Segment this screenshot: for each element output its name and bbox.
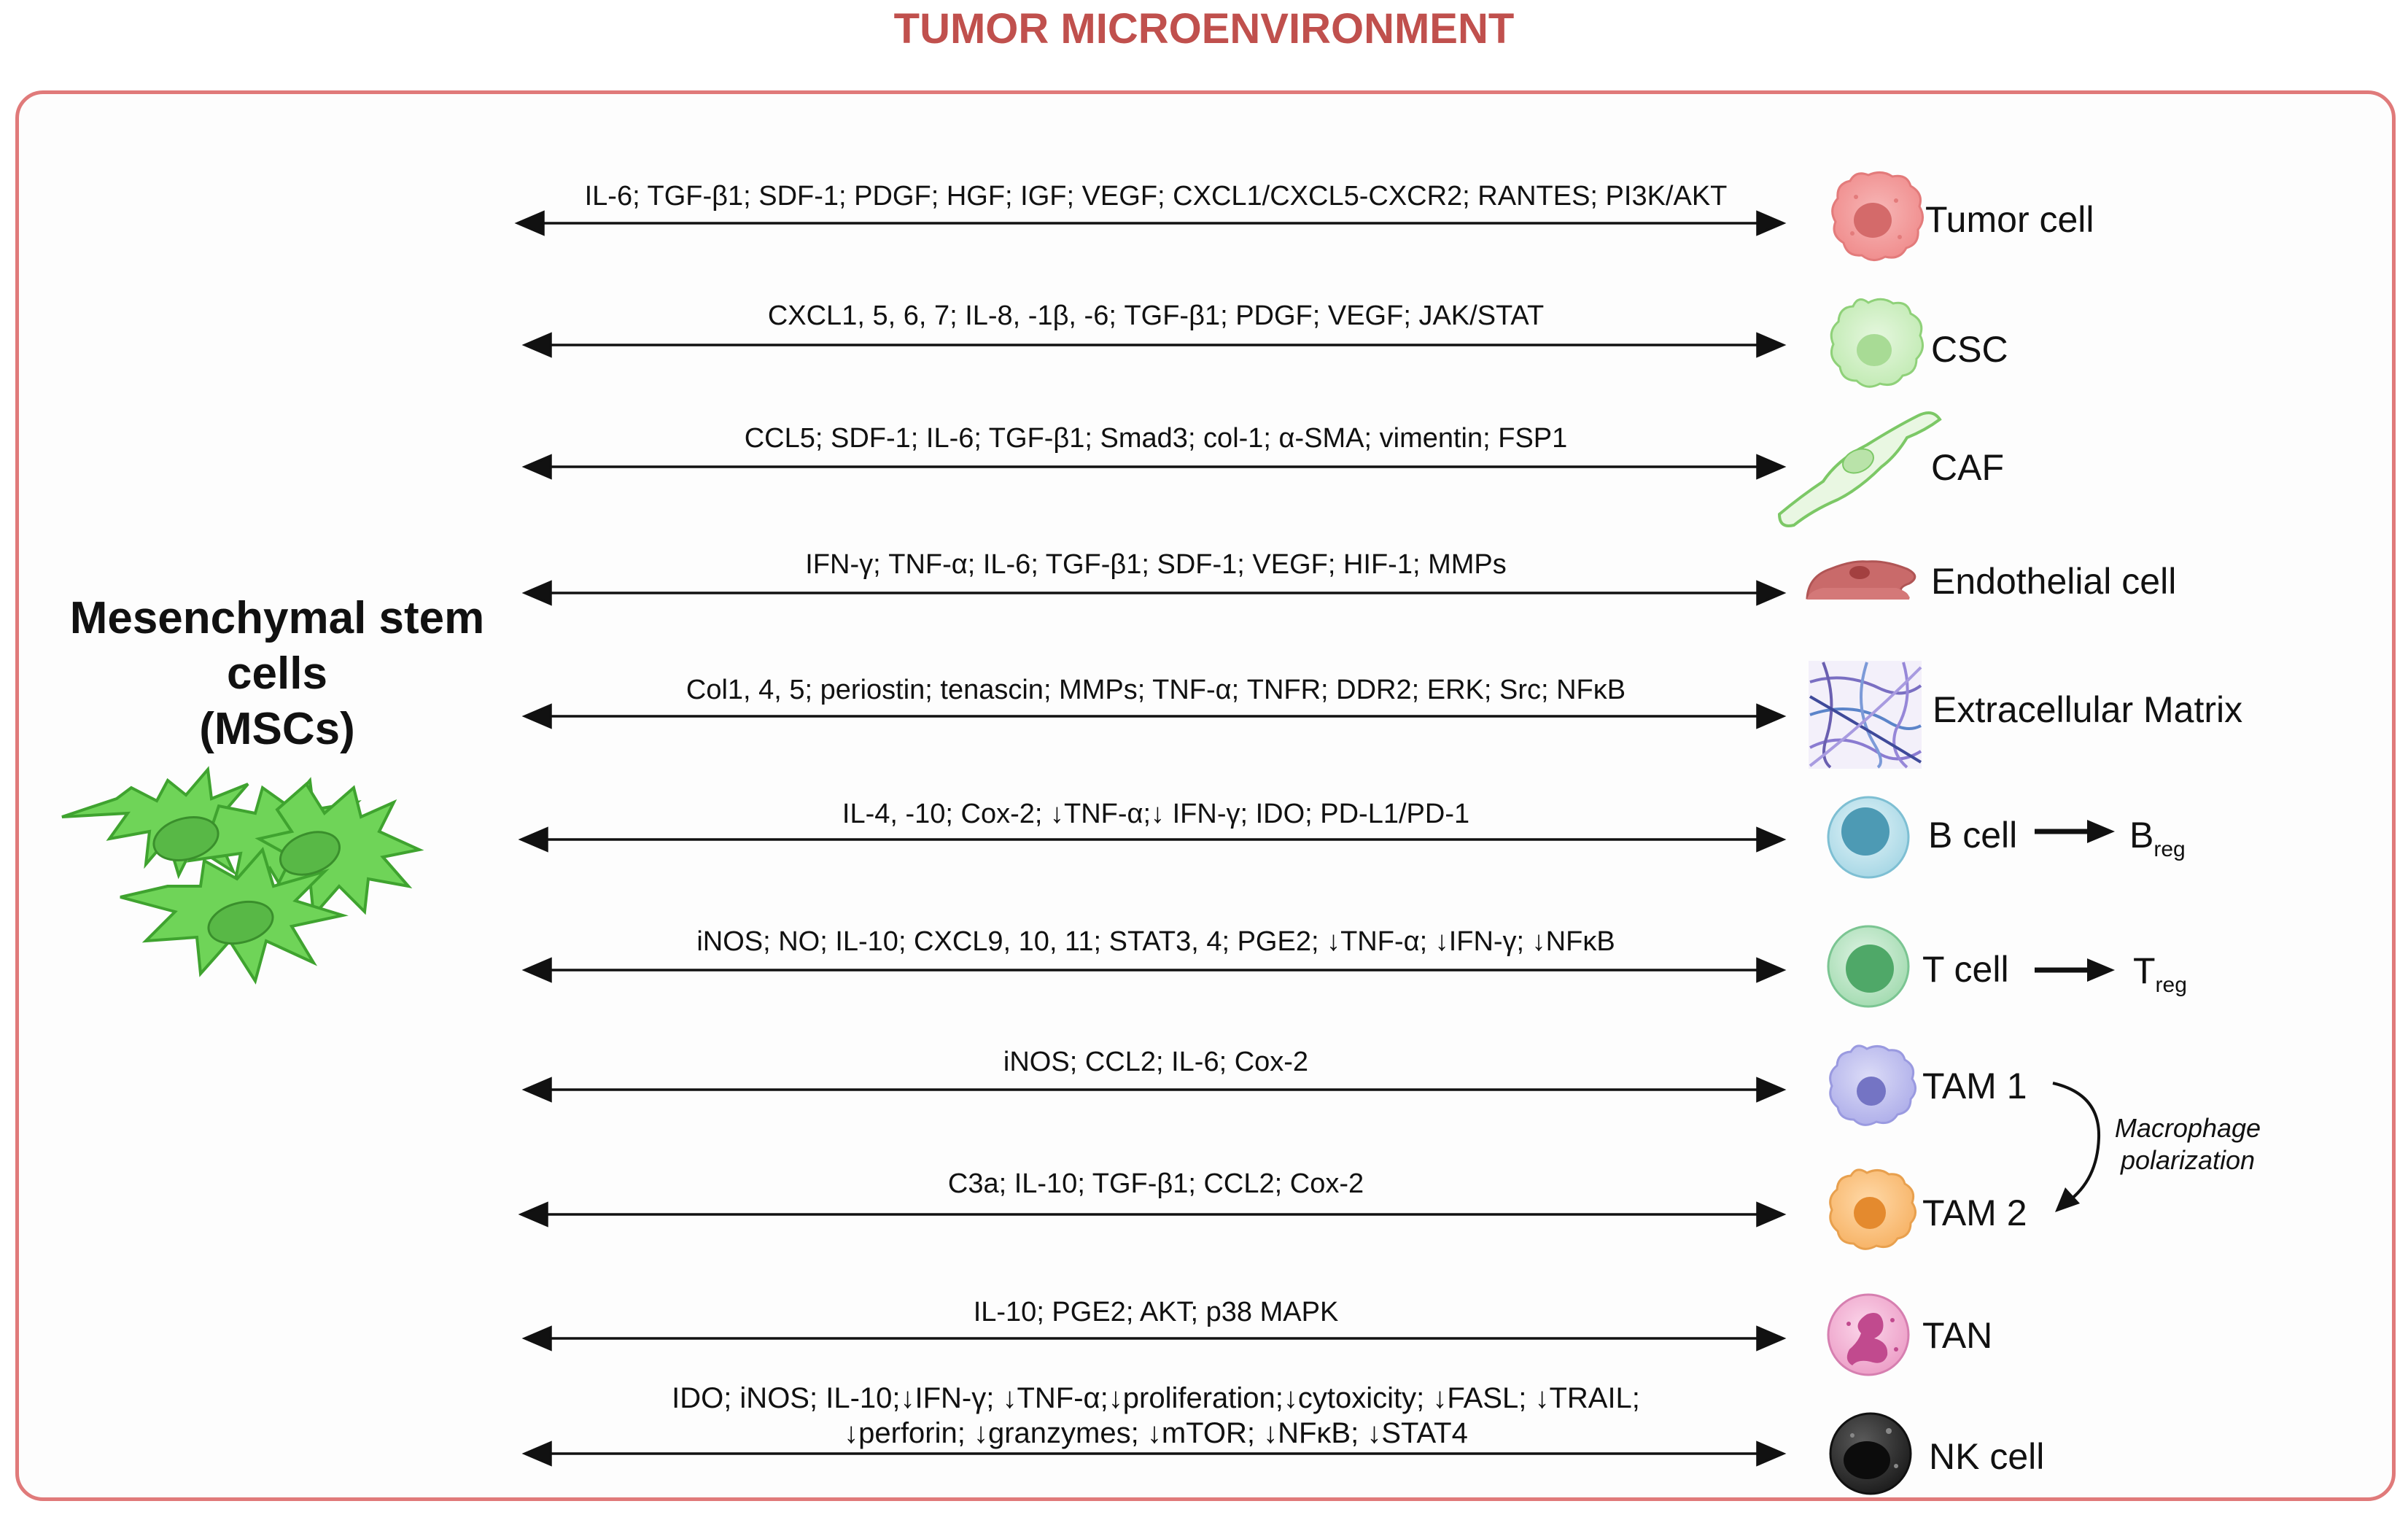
cell-name-t-cell: T cell <box>1922 949 2009 990</box>
cell-name-endothelial: Endothelial cell <box>1931 561 2177 602</box>
tumor-cell-icon <box>1831 171 1924 261</box>
tumor-microenvironment-frame <box>15 90 2396 1501</box>
nk-cell-icon <box>1829 1412 1912 1495</box>
t-cell-to-treg-arrow <box>2035 958 2115 982</box>
cell-name-caf: CAF <box>1931 447 2004 488</box>
interaction-label-caf: CCL5; SDF-1; IL-6; TGF-β1; Smad3; col-1;… <box>744 423 1568 454</box>
extracellular-matrix-icon <box>1809 661 1922 769</box>
arrow-nk-cell <box>521 1440 1787 1467</box>
arrow-tam2 <box>518 1201 1787 1228</box>
caf-icon <box>1777 411 1942 527</box>
csc-icon <box>1830 298 1925 388</box>
breg-label: Breg <box>2129 814 2186 862</box>
tam2-icon <box>1829 1168 1916 1250</box>
msc-title-line2: cells <box>227 648 327 699</box>
breg-subscript: reg <box>2153 837 2186 861</box>
interaction-label-endothelial: IFN-γ; TNF-α; IL-6; TGF-β1; SDF-1; VEGF;… <box>805 549 1507 580</box>
polarization-line1: Macrophage <box>2114 1113 2261 1143</box>
arrow-t-cell <box>521 957 1787 983</box>
b-cell-to-breg-arrow <box>2035 820 2115 843</box>
arrow-tumor-cell <box>514 210 1787 236</box>
b-cell-icon <box>1827 796 1910 879</box>
tam1-icon <box>1829 1044 1916 1126</box>
cell-name-tam2: TAM 2 <box>1922 1193 2027 1233</box>
arrow-b-cell <box>518 826 1787 853</box>
macrophage-polarization-arrow <box>2052 1082 2101 1212</box>
arrow-csc <box>521 332 1787 358</box>
treg-label: Treg <box>2133 950 2187 998</box>
treg-base: T <box>2133 950 2156 991</box>
arrow-endothelial <box>521 580 1787 606</box>
interaction-label-nk-cell-line2: ↓perforin; ↓granzymes; ↓mTOR; ↓NFκB; ↓ST… <box>844 1417 1468 1449</box>
diagram-title: TUMOR MICROENVIRONMENT <box>893 5 1515 53</box>
interaction-label-tan: IL-10; PGE2; AKT; p38 MAPK <box>973 1297 1339 1327</box>
treg-subscript: reg <box>2155 973 2187 997</box>
cell-name-tan: TAN <box>1922 1315 1993 1356</box>
cell-name-tam1: TAM 1 <box>1922 1066 2027 1106</box>
arrow-tam1 <box>521 1077 1787 1103</box>
arrow-tan <box>521 1325 1787 1352</box>
breg-base: B <box>2129 815 2154 856</box>
cell-name-ecm: Extracellular Matrix <box>1933 689 2243 730</box>
msc-title-line3: (MSCs) <box>199 704 355 754</box>
t-cell-icon <box>1827 925 1910 1008</box>
interaction-label-b-cell: IL-4, -10; Cox-2; ↓TNF-α;↓ IFN-γ; IDO; P… <box>842 799 1470 829</box>
interaction-label-t-cell: iNOS; NO; IL-10; CXCL9, 10, 11; STAT3, 4… <box>696 926 1615 957</box>
cell-name-b-cell: B cell <box>1928 815 2018 856</box>
msc-cells-icon <box>61 766 424 985</box>
interaction-label-csc: CXCL1, 5, 6, 7; IL-8, -1β, -6; TGF-β1; P… <box>767 300 1545 331</box>
endothelial-cell-icon <box>1806 560 1916 600</box>
msc-title-line1: Mesenchymal stem <box>69 593 485 643</box>
cell-name-tumor-cell: Tumor cell <box>1925 199 2094 240</box>
msc-title: Mesenchymal stem cells (MSCs) <box>44 591 510 757</box>
interaction-arrows <box>514 210 1787 1467</box>
cell-name-nk-cell: NK cell <box>1929 1436 2045 1477</box>
interaction-label-tumor-cell: IL-6; TGF-β1; SDF-1; PDGF; HGF; IGF; VEG… <box>584 181 1728 212</box>
interaction-label-nk-cell-line1: IDO; iNOS; IL-10;↓IFN-γ; ↓TNF-α;↓prolife… <box>672 1382 1640 1414</box>
macrophage-polarization-label: Macrophage polarization <box>2093 1112 2283 1176</box>
interaction-label-tam2: C3a; IL-10; TGF-β1; CCL2; Cox-2 <box>947 1168 1364 1199</box>
tan-icon <box>1827 1293 1910 1376</box>
interaction-label-ecm: Col1, 4, 5; periostin; tenascin; MMPs; T… <box>685 675 1626 705</box>
arrow-caf <box>521 454 1787 480</box>
polarization-line2: polarization <box>2120 1145 2256 1175</box>
arrow-ecm <box>521 703 1787 729</box>
interaction-label-tam1: iNOS; CCL2; IL-6; Cox-2 <box>1003 1047 1309 1077</box>
cell-name-csc: CSC <box>1931 329 2008 370</box>
